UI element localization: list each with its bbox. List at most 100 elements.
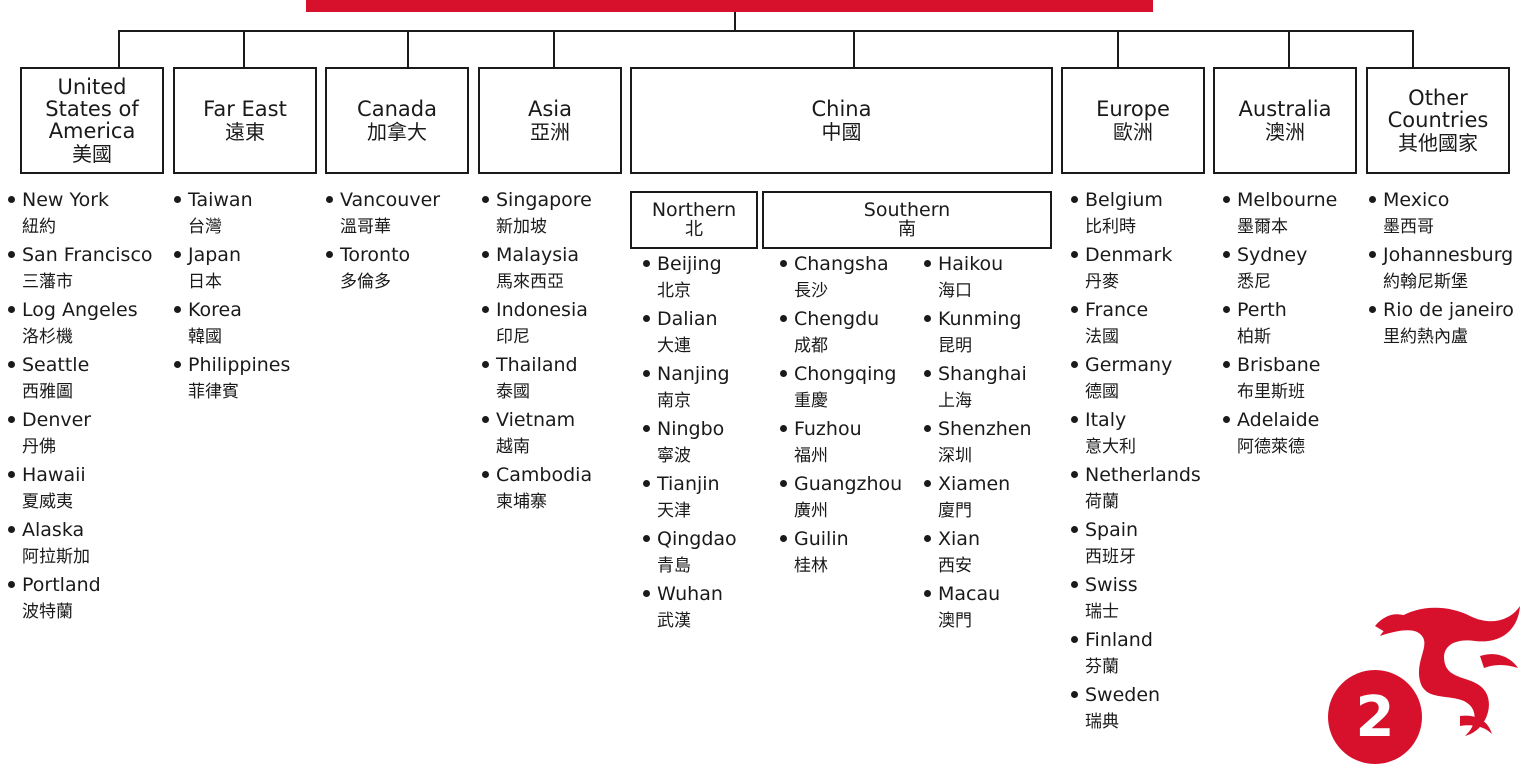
connector-canada [407,30,409,68]
city-name-zh: 西雅圖 [22,382,73,402]
city-name-zh: 瑞士 [1085,602,1119,622]
city-name-zh: 比利時 [1085,217,1136,237]
region-title-en: Canada [357,96,437,121]
city-name-zh: 紐約 [22,217,56,237]
city-name-en: Japan [188,244,241,266]
region-title-en: China [811,96,872,121]
region-box-other: Other Countries 其他國家 [1366,67,1510,174]
city-name-zh: 西安 [938,556,972,576]
city-name-en: Sydney [1237,244,1308,266]
region-box-australia: Australia 澳洲 [1213,67,1357,174]
city-name-en: Belgium [1085,189,1163,211]
region-title-en: Europe [1096,96,1170,121]
city-item: New York 紐約 [6,186,153,241]
region-title-zh: 其他國家 [1398,131,1478,156]
subregion-title-en: Northern [651,198,737,221]
city-item: Ningbo 寧波 [641,415,737,470]
city-name-en: New York [22,189,110,211]
city-name-en: Guilin [794,528,849,550]
city-name-zh: 荷蘭 [1085,492,1119,512]
connector-usa [118,30,120,68]
city-name-zh: 馬來西亞 [496,272,564,292]
city-name-en: Beijing [657,253,722,275]
city-name-en: Denmark [1085,244,1173,266]
city-name-en: Vietnam [496,409,576,431]
city-name-en: Mexico [1383,189,1450,211]
city-name-zh: 台灣 [188,217,222,237]
city-name-en: Taiwan [188,189,253,211]
city-name-en: Spain [1085,519,1139,541]
city-name-en: Ningbo [657,418,725,440]
region-box-asia: Asia 亞洲 [478,67,622,174]
city-name-en: Perth [1237,299,1287,321]
subregion-title-en: Southern [863,198,951,221]
city-name-en: Sweden [1085,684,1161,706]
dragon-icon [1375,606,1520,736]
city-name-en: Alaska [22,519,85,541]
city-name-zh: 廣州 [794,501,828,521]
city-name-en: Thailand [496,354,578,376]
city-name-en: Guangzhou [794,473,903,495]
region-box-china: China 中國 [630,67,1053,174]
city-name-en: Melbourne [1237,189,1338,211]
region-box-usa: United States of America 美國 [20,67,164,174]
city-name-en: Italy [1085,409,1127,431]
connector-china [853,30,855,68]
city-item: Wuhan 武漢 [641,580,737,635]
city-name-zh: 上海 [938,391,972,411]
city-name-zh: 大連 [657,336,691,356]
city-name-zh: 阿德萊德 [1237,437,1305,457]
city-name-en: Rio de janeiro [1383,299,1514,321]
city-name-en: Hawaii [22,464,86,486]
city-name-zh: 青島 [657,556,691,576]
connector-fareast [243,30,245,68]
city-name-en: Xiamen [938,473,1011,495]
city-name-en: Johannesburg [1383,244,1514,266]
city-name-zh: 柏斯 [1237,327,1271,347]
region-title-zh: 亞洲 [530,120,570,145]
connector-asia [553,30,555,68]
city-name-zh: 瑞典 [1085,712,1119,732]
region-title-zh: 歐洲 [1113,120,1153,145]
city-name-zh: 韓國 [188,327,222,347]
city-name-zh: 深圳 [938,446,972,466]
region-title-en: United States of America [45,74,139,144]
city-name-zh: 武漢 [657,611,691,631]
subregion-title-zh: 南 [898,218,916,240]
city-name-en: Korea [188,299,242,321]
city-name-zh: 重慶 [794,391,828,411]
city-name-zh: 寧波 [657,446,691,466]
region-title-zh: 美國 [72,142,112,167]
city-name-en: Kunming [938,308,1022,330]
city-name-zh: 海口 [938,281,972,301]
region-title-zh: 遠東 [225,120,265,145]
city-name-en: Wuhan [657,583,723,605]
city-name-en: Denver [22,409,92,431]
